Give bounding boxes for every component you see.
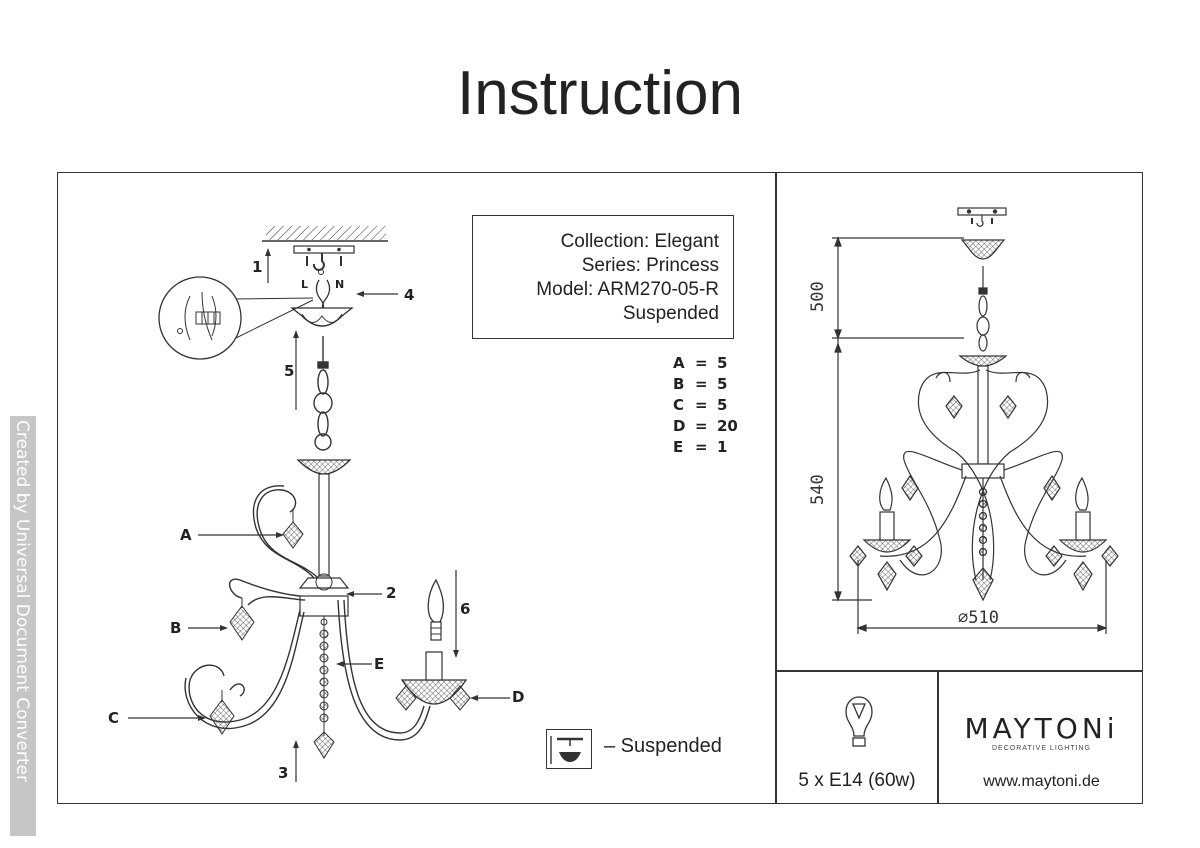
product-info-box: Collection: Elegant Series: Princess Mod… <box>472 215 734 339</box>
watermark: Created by Universal Document Converter <box>10 416 36 836</box>
part-label-B: B <box>170 619 182 637</box>
qty-row: D=20 <box>673 417 738 435</box>
qty-row: B=5 <box>673 375 728 393</box>
wire-label-L: L <box>301 278 309 291</box>
qty-row: C=5 <box>673 396 728 414</box>
model-text: Model: ARM270-05-R <box>536 279 719 300</box>
divider-horizontal <box>775 670 1143 672</box>
bead-string-E-icon <box>313 616 335 759</box>
suspended-label: – Suspended <box>604 735 722 757</box>
step-label-2: 2 <box>386 584 397 602</box>
bulb-spec: 5 x E14 (60w) <box>798 770 916 791</box>
page-title: Instruction <box>456 59 744 128</box>
step-label-6: 6 <box>460 600 471 618</box>
qty-row: A=5 <box>673 354 728 372</box>
part-label-A: A <box>180 526 192 544</box>
chain-icon <box>313 336 333 451</box>
mounting-bracket-icon <box>293 245 355 275</box>
step-label-1: 1 <box>252 258 263 276</box>
brand-logo: MAYTONi <box>964 712 1119 745</box>
part-label-E: E <box>374 655 385 673</box>
crystal-C-icon <box>209 690 235 735</box>
crystal-A-icon <box>282 510 304 549</box>
dimension-height: 540 <box>808 474 828 505</box>
step-label-3: 3 <box>278 764 289 782</box>
step-label-5: 5 <box>284 362 295 380</box>
website-link[interactable]: www.maytoni.de <box>983 773 1100 790</box>
dimension-top: 500 <box>808 281 828 312</box>
ceiling-icon <box>262 226 388 242</box>
suspended-icon <box>546 729 592 769</box>
series-text: Series: Princess <box>581 255 719 276</box>
part-label-C: C <box>108 709 120 727</box>
qty-row: E=1 <box>673 438 728 456</box>
collection-text: Collection: Elegant <box>560 231 719 252</box>
parts-quantity-list: A=5 B=5 C=5 D=20 E=1 <box>673 353 738 458</box>
wire-label-N: N <box>335 278 345 291</box>
dimension-diameter: ⌀510 <box>958 608 999 628</box>
candle-bulb-icon <box>427 578 445 641</box>
crystal-B-icon <box>229 598 255 641</box>
step-label-4: 4 <box>404 286 415 304</box>
canopy-icon <box>290 307 354 327</box>
candle-cup-icon <box>395 651 471 711</box>
instruction-frame <box>57 172 1143 804</box>
divider-vertical <box>775 172 777 804</box>
part-label-D: D <box>512 688 525 706</box>
lightbulb-icon <box>845 696 873 747</box>
divider-footer <box>937 670 939 804</box>
type-text: Suspended <box>622 303 719 324</box>
brand-tagline: DECORATIVE LIGHTING <box>992 745 1091 752</box>
wiring-detail-icon <box>158 276 314 360</box>
dimension-drawing <box>832 207 1119 634</box>
